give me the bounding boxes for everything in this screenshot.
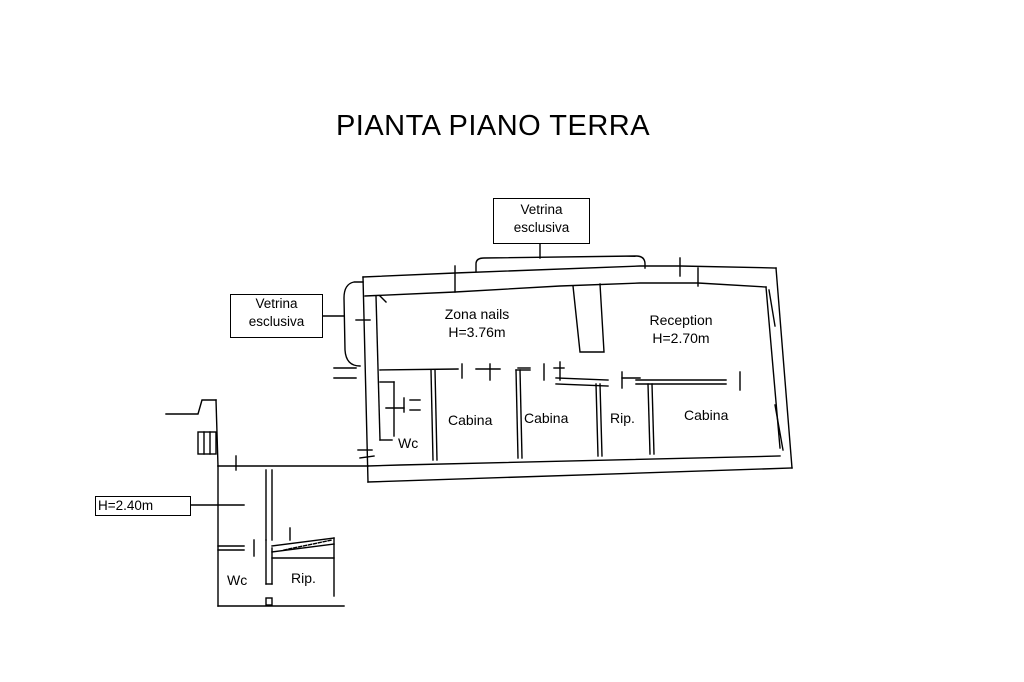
room-rip-annex: Rip. [291,570,316,586]
callout-vetrina-top-line1: Vetrina [520,202,563,217]
room-reception-name: Reception [649,312,713,328]
room-reception: Reception H=2.70m [626,311,736,347]
room-reception-height: H=2.70m [652,330,710,346]
room-wc-main: Wc [398,435,419,451]
corridor-wall [379,363,741,391]
annex-height-label: H=2.40m [98,498,154,513]
adjacent-structure [165,399,369,471]
cabin-partitions [379,361,655,461]
room-zona-nails: Zona nails H=3.76m [412,305,542,341]
callout-vetrina-top-line2: esclusiva [513,220,570,235]
room-cabina-3: Cabina [684,407,729,423]
dividing-wall [572,283,605,353]
leader-lines [187,239,541,506]
room-cabina-2: Cabina [524,410,569,426]
room-zona-nails-height: H=3.76m [448,324,506,340]
room-rip-main: Rip. [610,410,635,426]
callout-vetrina-left: Vetrina esclusiva [230,294,323,338]
shop-windows [343,255,784,451]
callout-annex-height: H=2.40m [95,496,191,516]
callout-vetrina-left-line2: esclusiva [248,314,305,329]
room-cabina-1: Cabina [448,412,493,428]
callout-vetrina-top: Vetrina esclusiva [493,198,590,244]
callout-vetrina-left-line1: Vetrina [255,296,298,311]
room-zona-nails-name: Zona nails [444,306,510,322]
main-outline [362,265,793,483]
annex-outline [217,465,345,607]
page-title: PIANTA PIANO TERRA [335,110,651,142]
entrance-marks [333,295,387,459]
room-wc-annex: Wc [227,572,248,588]
